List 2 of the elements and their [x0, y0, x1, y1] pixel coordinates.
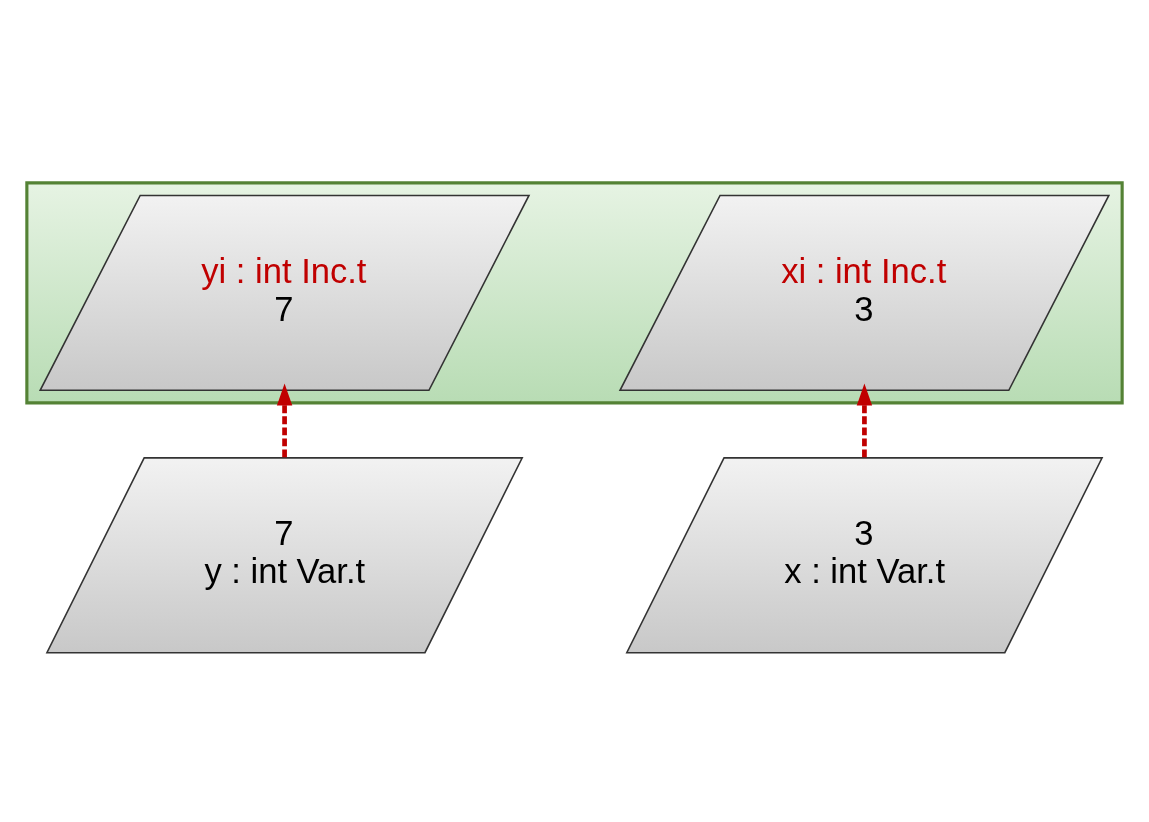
arrow — [276, 383, 293, 457]
arrow — [856, 383, 873, 457]
